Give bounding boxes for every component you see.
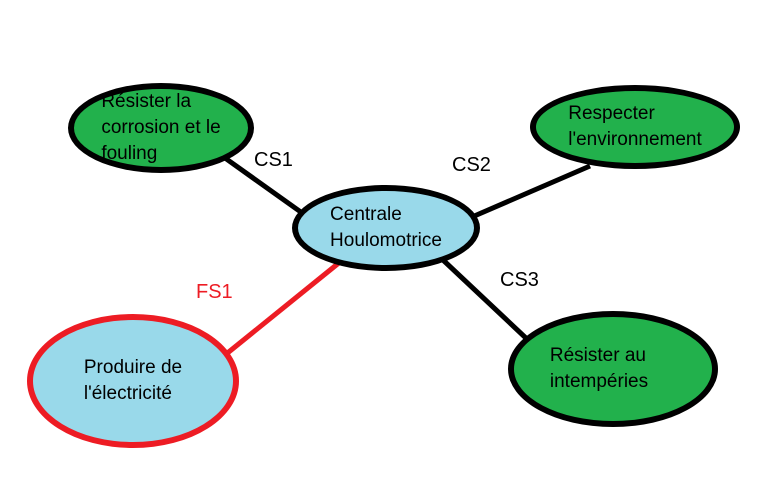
node-resister-corrosion-label: Résister la corrosion et le fouling [101,89,220,167]
edge-line-cs3 [441,258,530,342]
node-label-line: intempéries [549,371,649,392]
edge-label-fs1: FS1 [196,281,233,303]
node-label-line: Houlomotrice [330,230,442,251]
edge-label-cs2: CS2 [452,154,491,176]
edge-line-cs2 [471,163,591,220]
node-centrale-houlomotrice-label: Centrale Houlomotrice [330,202,442,254]
edge-line-cs1 [223,155,307,218]
node-label-line: l'environnement [568,129,702,150]
node-respecter-environnement: Respecter l'environnement [530,85,740,169]
node-centrale-houlomotrice: Centrale Houlomotrice [292,185,480,271]
node-label-line: Centrale [330,204,402,225]
edge-label-cs1: CS1 [254,149,293,171]
node-label-line: Résister la [101,91,192,112]
node-produire-electricite: Produire de l'électricité [27,314,239,448]
node-label-line: fouling [101,143,158,164]
node-label-line: l'électricité [83,383,172,404]
node-resister-corrosion: Résister la corrosion et le fouling [68,83,254,173]
node-produire-electricite-label: Produire de l'électricité [84,355,182,407]
node-label-line: Résister au [549,345,646,366]
node-respecter-environnement-label: Respecter l'environnement [568,101,702,153]
node-label-line: Produire de [83,357,183,378]
node-resister-intemperies: Résister au intempéries [508,311,718,427]
node-resister-intemperies-label: Résister au intempéries [550,343,648,395]
edge-label-cs3: CS3 [500,269,539,291]
edge-line-fs1 [223,260,342,357]
node-label-line: Respecter [568,103,655,124]
node-label-line: corrosion et le [101,117,221,138]
